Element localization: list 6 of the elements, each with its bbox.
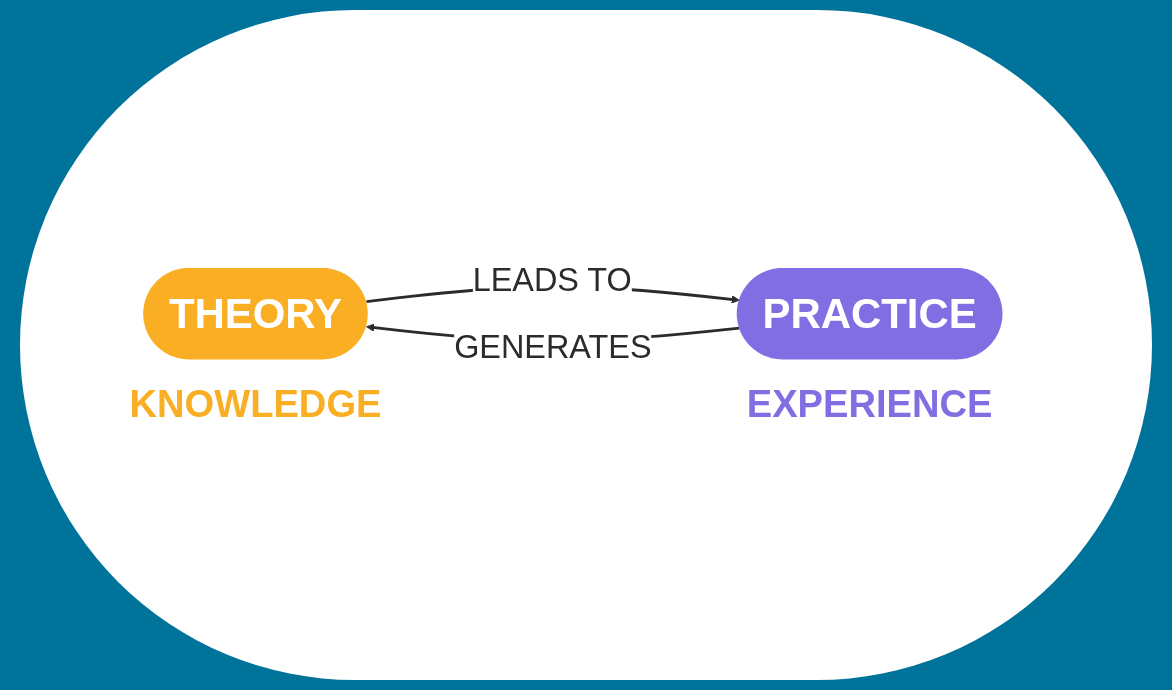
node-box: THEORY <box>143 267 368 360</box>
edge-label: LEADS TO <box>472 261 632 298</box>
edge-label: GENERATES <box>454 328 652 366</box>
caption-text: KNOWLEDGE <box>129 382 382 425</box>
node-box: PRACTICE <box>736 267 1003 360</box>
caption-text: EXPERIENCE <box>746 382 993 425</box>
